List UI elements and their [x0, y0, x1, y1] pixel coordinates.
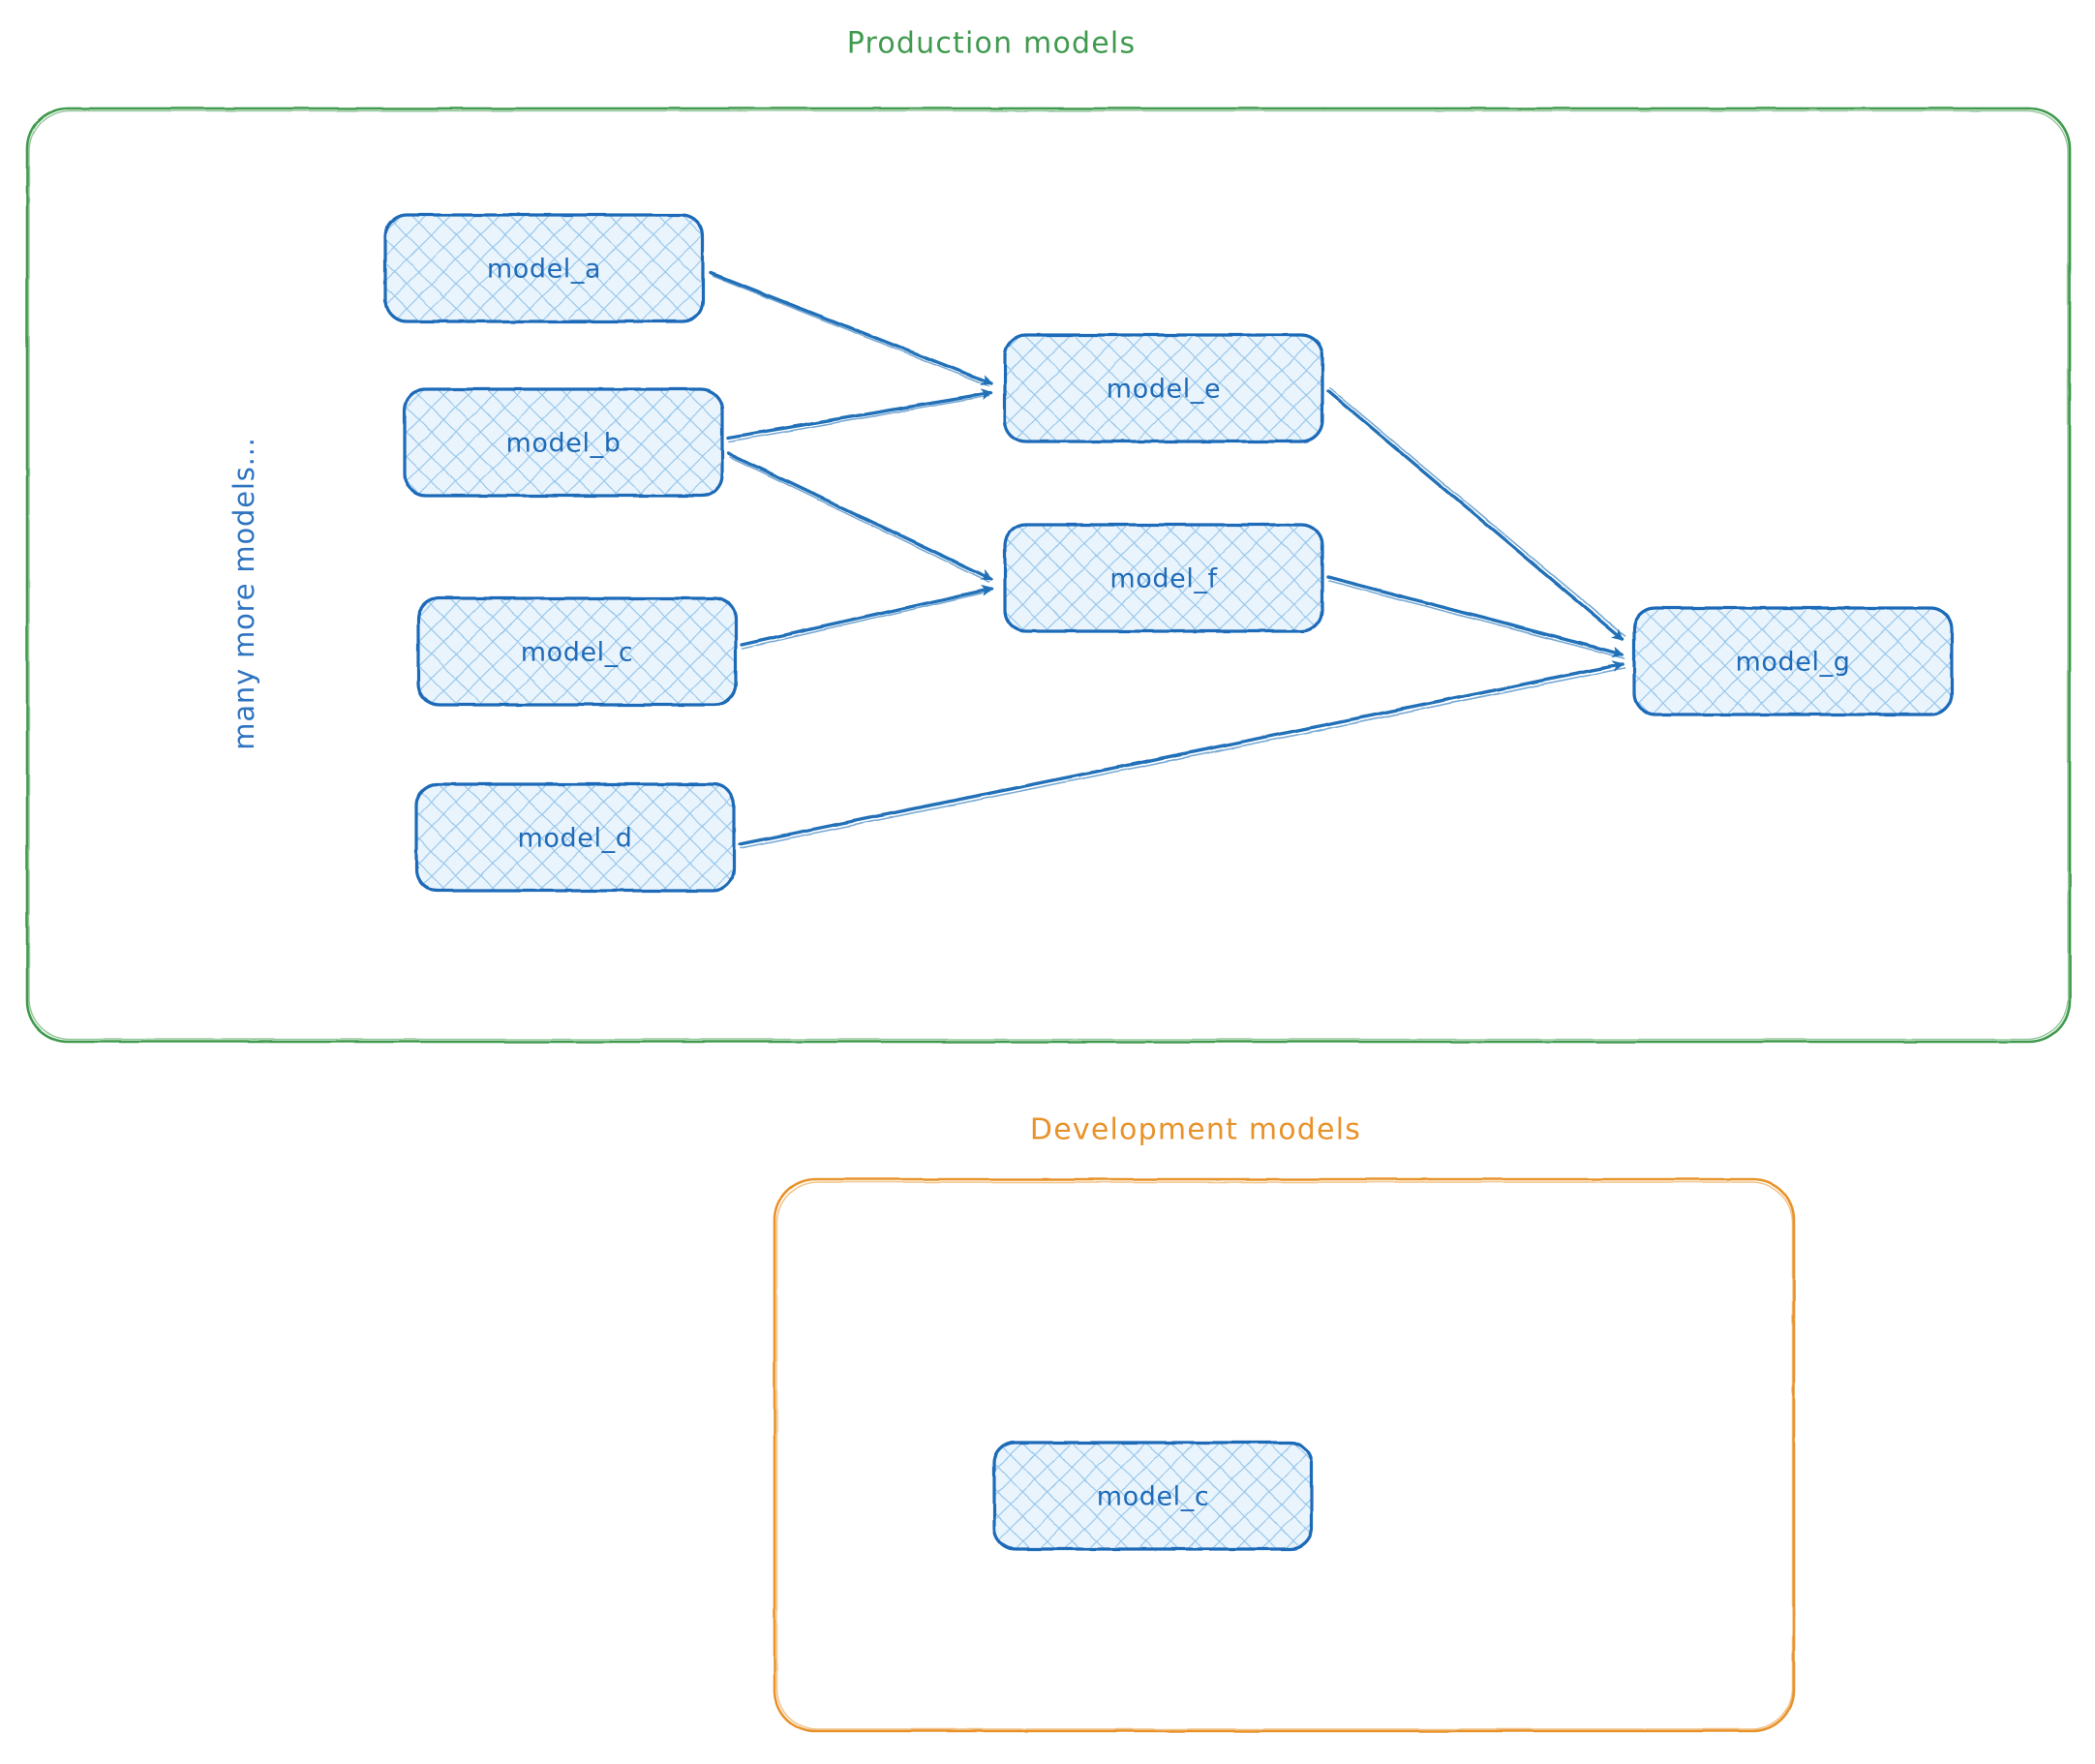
nodes-layer: model_a model_b model_c model_d — [383, 213, 1954, 1551]
edge-model-e-to-model-g — [1326, 389, 1624, 641]
node-model-f-box[interactable] — [1003, 523, 1324, 633]
edge-model-f-to-model-g-ghost — [1328, 580, 1625, 659]
node-model-e-box[interactable] — [1003, 333, 1324, 443]
node-model-e[interactable]: model_e — [1003, 333, 1324, 443]
node-model-b-box[interactable] — [403, 387, 724, 498]
group-production: Production models — [25, 27, 2072, 1044]
edge-model-b-to-model-f — [726, 451, 993, 581]
group-development: Development models — [773, 1113, 1796, 1733]
node-model-g[interactable]: model_g — [1632, 606, 1954, 716]
edge-model-f-to-model-g — [1326, 575, 1624, 658]
edge-model-d-to-model-g — [738, 660, 1624, 846]
edge-model-d-to-model-g-ghost — [740, 667, 1625, 849]
node-model-d-label: model_d — [518, 824, 633, 854]
node-model-e-label: model_e — [1107, 375, 1221, 405]
edge-model-b-to-model-e-ghost — [728, 395, 990, 442]
edge-model-a-to-model-e-ghost — [712, 275, 990, 387]
node-model-f[interactable]: model_f — [1003, 523, 1324, 633]
edge-model-a-to-model-e — [709, 271, 993, 385]
node-model-c-development-label: model_c — [1097, 1482, 1210, 1512]
group-title-development: Development models — [1030, 1113, 1361, 1147]
side-note-group: many more models... — [228, 437, 260, 749]
production-boundary — [25, 106, 2072, 1044]
node-model-a-label: model_a — [487, 255, 601, 285]
edge-model-c-to-model-f — [740, 585, 993, 647]
development-boundary-shadow — [775, 1181, 1794, 1730]
node-model-d-box[interactable] — [414, 782, 736, 893]
node-model-a-box[interactable] — [383, 213, 705, 323]
edges-layer — [709, 271, 1626, 849]
node-model-c-development-box[interactable] — [992, 1441, 1314, 1551]
node-model-b-label: model_b — [506, 429, 622, 459]
node-model-g-label: model_g — [1736, 648, 1851, 678]
node-model-c-production-label: model_c — [521, 638, 634, 668]
many-more-models-note: many more models... — [228, 437, 260, 749]
node-model-c-development[interactable]: model_c — [992, 1441, 1314, 1551]
node-model-c-production[interactable]: model_c — [416, 596, 738, 707]
edge-model-e-to-model-g-ghost — [1329, 387, 1626, 637]
edge-model-b-to-model-e — [726, 388, 993, 440]
node-model-c-production-box[interactable] — [416, 596, 738, 707]
group-title-production: Production models — [847, 27, 1137, 61]
node-model-b[interactable]: model_b — [403, 387, 724, 498]
development-boundary — [773, 1177, 1796, 1733]
production-boundary-shadow — [28, 109, 2069, 1041]
node-model-a[interactable]: model_a — [383, 213, 705, 323]
node-model-d[interactable]: model_d — [414, 782, 736, 893]
edge-model-b-to-model-f-ghost — [729, 456, 990, 583]
node-model-g-box[interactable] — [1632, 606, 1954, 716]
edge-model-c-to-model-f-ghost — [742, 591, 990, 650]
node-model-f-label: model_f — [1109, 564, 1218, 594]
